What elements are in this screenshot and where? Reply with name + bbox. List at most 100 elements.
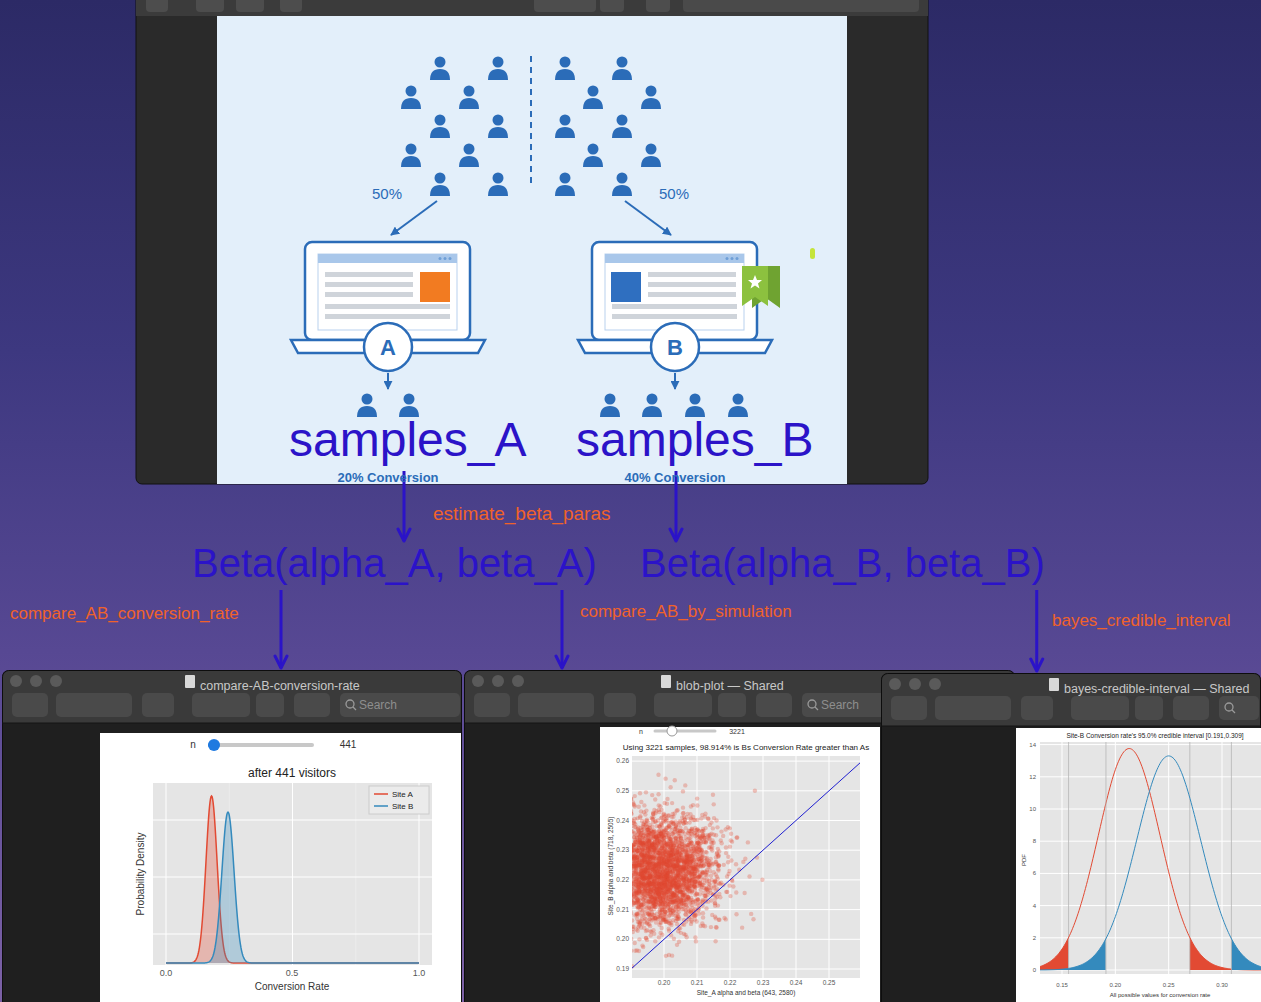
toolbar-button [256,693,284,717]
split-lines-part [387,373,389,389]
sample-dot [636,929,640,933]
preview-window [136,0,928,484]
laptop-b-part [612,314,737,319]
sample-dot [734,890,738,894]
sample-dot [689,922,693,926]
laptop-a-part [420,272,450,302]
sample-dot [637,937,641,941]
sample-dot [632,899,633,903]
person-icons-part [459,144,479,168]
toolbar-button [604,693,636,717]
sample-dot [665,802,669,806]
sample-dot [711,826,715,830]
sample-dot [713,939,717,943]
grid-line [763,756,764,978]
sample-dot [670,953,674,957]
preview-window-part [683,0,919,12]
sample-dot [639,800,643,804]
person-icons-part [401,144,421,168]
window-button [30,675,42,687]
laptop-b-part [648,272,736,277]
title-bar [3,671,461,723]
person-icons-part [488,173,508,197]
chart [548,726,880,1002]
formula-node: samples_A [289,416,526,464]
sample-dot [681,805,685,809]
preview-window-part [600,0,624,12]
person-icons-part [600,394,620,418]
laptop-b [578,242,815,371]
sample-dot [714,925,718,929]
sample-dot [637,949,641,953]
slider-track [655,730,715,733]
sample-dot [632,949,633,953]
flow-arrow [280,590,283,668]
toolbar-button [294,693,330,717]
laptop-b-part [648,282,736,287]
sample-dot [662,912,666,916]
sample-dot [670,801,674,805]
sample-dot [724,845,728,849]
sample-dot [704,906,708,910]
sample-dot [632,812,634,816]
sample-dot [714,925,718,929]
app-window: compare-AB-conversion-rate [2,670,462,1002]
grid-line [153,877,432,878]
laptop-b-part [742,266,768,306]
sample-dot [721,834,725,838]
preview-window-part [646,0,670,12]
laptop-b-part [810,248,815,259]
toolbar-button [518,693,594,717]
person-icons-part [430,57,450,81]
grid-line [292,783,293,965]
sample-dot [746,840,750,844]
sample-dot [656,773,660,777]
sample-dot [697,911,701,915]
sample-dot [716,868,720,872]
formula-label: Beta(alpha_B, beta_B) [640,543,1045,583]
slider-track [210,743,312,747]
sample-dot [632,911,633,915]
preview-window-part [534,0,596,12]
person-icons-part [555,173,575,197]
sample-dot [681,811,685,815]
laptop-a-part [325,304,450,309]
split-lines-part [530,56,532,188]
title-bar-edge [2,723,462,724]
sample-dot [644,790,648,794]
sample-dot [632,811,633,815]
sample-dot [660,933,664,937]
sample-dot [709,925,713,929]
title-bar [3,680,461,723]
search-icon [353,707,356,710]
sample-dot [707,836,711,840]
grid-line [166,783,167,965]
person-icons-part [555,115,575,139]
preview-window-part [280,0,302,12]
window-button [50,675,62,687]
sample-dot [712,802,716,806]
window-chrome [2,670,462,1002]
sample-dot [681,789,685,793]
grid-line [632,761,860,762]
formula-label: Beta(alpha_A, beta_A) [192,543,597,583]
laptop-a-part [325,282,413,287]
formula-node: Beta(alpha_A, beta_A) [192,543,597,583]
laptop-a-part [439,257,442,260]
density-fill [166,812,419,963]
person-icons-part [430,115,450,139]
sample-dot [717,863,721,867]
window-button [10,675,22,687]
person-icons-part [612,173,632,197]
sample-dot [731,884,735,888]
laptop-a [291,242,485,371]
grid-line [153,820,432,821]
chart [100,733,461,1002]
density-fill [166,796,419,963]
sample-dot [633,794,637,798]
grid-line [355,783,356,965]
sample-dot [680,815,684,819]
sample-dot [714,818,718,822]
sample-dot [734,835,738,839]
